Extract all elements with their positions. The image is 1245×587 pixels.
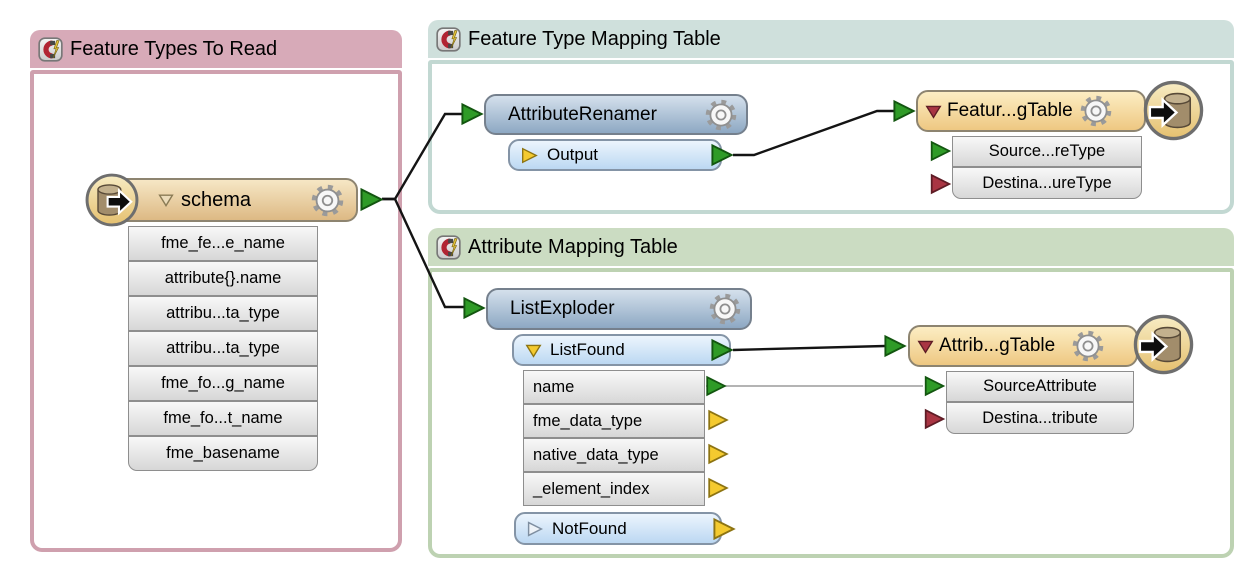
attribute-label: attribu...ta_type [166, 304, 280, 322]
bookmark-header[interactable]: Feature Type Mapping Table [428, 20, 1234, 58]
port-listfound[interactable]: ListFound [512, 334, 731, 366]
listexploder-attribute-row[interactable]: native_data_type [523, 438, 705, 472]
database-writer-icon[interactable] [1142, 79, 1205, 142]
port-destinationattribute[interactable]: Destina...tribute [946, 402, 1134, 434]
node-attributemappingtable[interactable]: Attrib...gTable [908, 325, 1138, 367]
port-output[interactable]: Output [508, 139, 722, 171]
listfound-port-arrow[interactable] [709, 338, 735, 362]
port-destinationfeaturetype[interactable]: Destina...ureType [952, 167, 1142, 199]
collapse-triangle-icon[interactable] [917, 338, 934, 355]
expand-triangle-icon[interactable] [158, 192, 174, 208]
port-triangle-icon [521, 147, 538, 164]
output-port-arrow[interactable] [709, 143, 735, 167]
notfound-port-arrow[interactable] [711, 517, 737, 541]
port-label: NotFound [552, 518, 627, 538]
gear-icon[interactable] [709, 293, 741, 325]
node-label: schema [181, 188, 252, 211]
database-reader-icon[interactable] [84, 172, 140, 228]
fme-data-type-attribute-arrow[interactable] [706, 409, 730, 431]
gear-icon[interactable] [1072, 330, 1104, 362]
attribute-label: _element_index [533, 479, 650, 498]
attribute-label: name [533, 377, 575, 396]
bookmark-header[interactable]: Attribute Mapping Table [428, 228, 1234, 266]
schema-attribute-row[interactable]: attribu...ta_type [128, 331, 318, 366]
list-triangle-icon [525, 342, 542, 359]
connection-output-to-featuretypemappingtable[interactable] [733, 109, 894, 157]
port-notfound[interactable]: NotFound [514, 512, 722, 545]
attribute-label: attribu...ta_type [166, 339, 280, 357]
node-attributerenamer[interactable]: AttributeRenamer [484, 94, 748, 135]
schema-output-arrow[interactable] [358, 187, 385, 212]
listexploder-input-arrow[interactable] [461, 296, 487, 320]
port-triangle-icon [527, 521, 543, 537]
bookmark-title: Feature Types To Read [70, 37, 278, 60]
bookmark-header[interactable]: Feature Types To Read [30, 30, 402, 68]
listexploder-attribute-row[interactable]: _element_index [523, 472, 705, 506]
attribute-label: fme_fo...t_name [163, 409, 283, 427]
attributerenamer-input-arrow[interactable] [459, 102, 485, 126]
connection-schema-to-listexploder[interactable] [382, 197, 464, 309]
node-label: ListExploder [510, 298, 615, 319]
attribute-label: attribute{}.name [164, 269, 282, 287]
gear-icon[interactable] [705, 99, 737, 131]
attribute-label: fme_fe...e_name [161, 234, 285, 252]
destinationattribute-input-arrow[interactable] [922, 408, 947, 430]
port-label: Output [547, 145, 599, 164]
connection-listfound-to-attributemappingtable[interactable] [732, 344, 886, 352]
featuretypemappingtable-input-arrow[interactable] [891, 99, 917, 123]
bookmark-title: Feature Type Mapping Table [468, 27, 721, 50]
node-schema[interactable]: schema [96, 178, 358, 222]
port-label: SourceAttribute [983, 377, 1097, 395]
gear-icon[interactable] [311, 184, 344, 217]
connection-schema-to-attributerenamer[interactable] [382, 112, 464, 201]
listexploder-attribute-row[interactable]: name [523, 370, 705, 404]
destinationfeaturetype-input-arrow[interactable] [928, 173, 953, 195]
port-sourceattribute[interactable]: SourceAttribute [946, 371, 1134, 402]
port-sourcefeaturetype[interactable]: Source...reType [952, 136, 1142, 167]
bookmark-title: Attribute Mapping Table [468, 235, 678, 258]
name-attribute-arrow[interactable] [704, 375, 728, 397]
schema-attribute-row[interactable]: fme_basename [128, 436, 318, 471]
port-label: ListFound [550, 340, 625, 359]
listexploder-attribute-row[interactable]: fme_data_type [523, 404, 705, 438]
node-listexploder[interactable]: ListExploder [486, 288, 752, 330]
node-label: AttributeRenamer [508, 103, 657, 125]
node-label: Featur...gTable [947, 100, 1073, 121]
sourceattribute-input-arrow[interactable] [922, 375, 947, 397]
collapse-triangle-icon[interactable] [925, 103, 942, 120]
node-featuretypemappingtable[interactable]: Featur...gTable [916, 90, 1146, 132]
schema-attribute-row[interactable]: fme_fo...t_name [128, 401, 318, 436]
port-label: Destina...tribute [982, 408, 1098, 427]
database-writer-icon[interactable] [1132, 313, 1195, 376]
native-data-type-attribute-arrow[interactable] [706, 443, 730, 465]
gear-icon[interactable] [1080, 95, 1112, 127]
attributemappingtable-input-arrow[interactable] [882, 334, 908, 358]
node-label: Attrib...gTable [939, 335, 1056, 356]
port-label: Source...reType [988, 142, 1106, 160]
schema-attribute-row[interactable]: attribu...ta_type [128, 296, 318, 331]
attribute-label: fme_fo...g_name [161, 374, 285, 392]
schema-attribute-row[interactable]: fme_fo...g_name [128, 366, 318, 401]
attribute-label: fme_basename [166, 444, 280, 462]
schema-attribute-row[interactable]: fme_fe...e_name [128, 226, 318, 261]
attribute-label: fme_data_type [533, 411, 643, 430]
sourcefeaturetype-input-arrow[interactable] [928, 140, 953, 162]
element-index-attribute-arrow[interactable] [706, 477, 730, 499]
attribute-label: native_data_type [533, 445, 659, 464]
port-label: Destina...ureType [982, 173, 1112, 192]
schema-attribute-row[interactable]: attribute{}.name [128, 261, 318, 296]
